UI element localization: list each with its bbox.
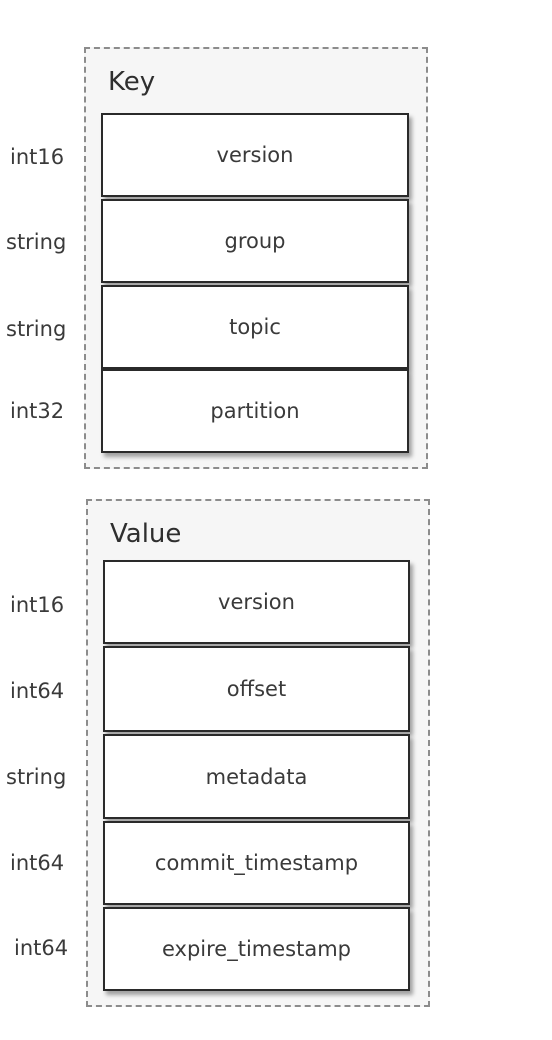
key-field-type: int32 (10, 399, 65, 423)
key-field-box: group (101, 199, 409, 283)
key-field-box: topic (101, 285, 409, 369)
value-field-box: metadata (103, 734, 410, 819)
key-field-box: partition (101, 369, 409, 453)
value-field-box: commit_timestamp (103, 821, 410, 905)
value-group-title: Value (110, 519, 182, 549)
value-field-box: version (103, 560, 410, 644)
value-field-type: int64 (10, 679, 65, 703)
value-field-type: string (6, 765, 67, 789)
key-field-type: string (6, 230, 67, 254)
value-field-type: int64 (14, 936, 69, 960)
key-field-type: string (6, 317, 67, 341)
value-field-box: offset (103, 646, 410, 732)
value-field-type: int64 (10, 851, 65, 875)
key-field-type: int16 (10, 145, 65, 169)
value-field-box: expire_timestamp (103, 907, 410, 991)
key-group-title: Key (108, 67, 156, 97)
key-field-box: version (101, 113, 409, 197)
value-field-type: int16 (10, 593, 65, 617)
